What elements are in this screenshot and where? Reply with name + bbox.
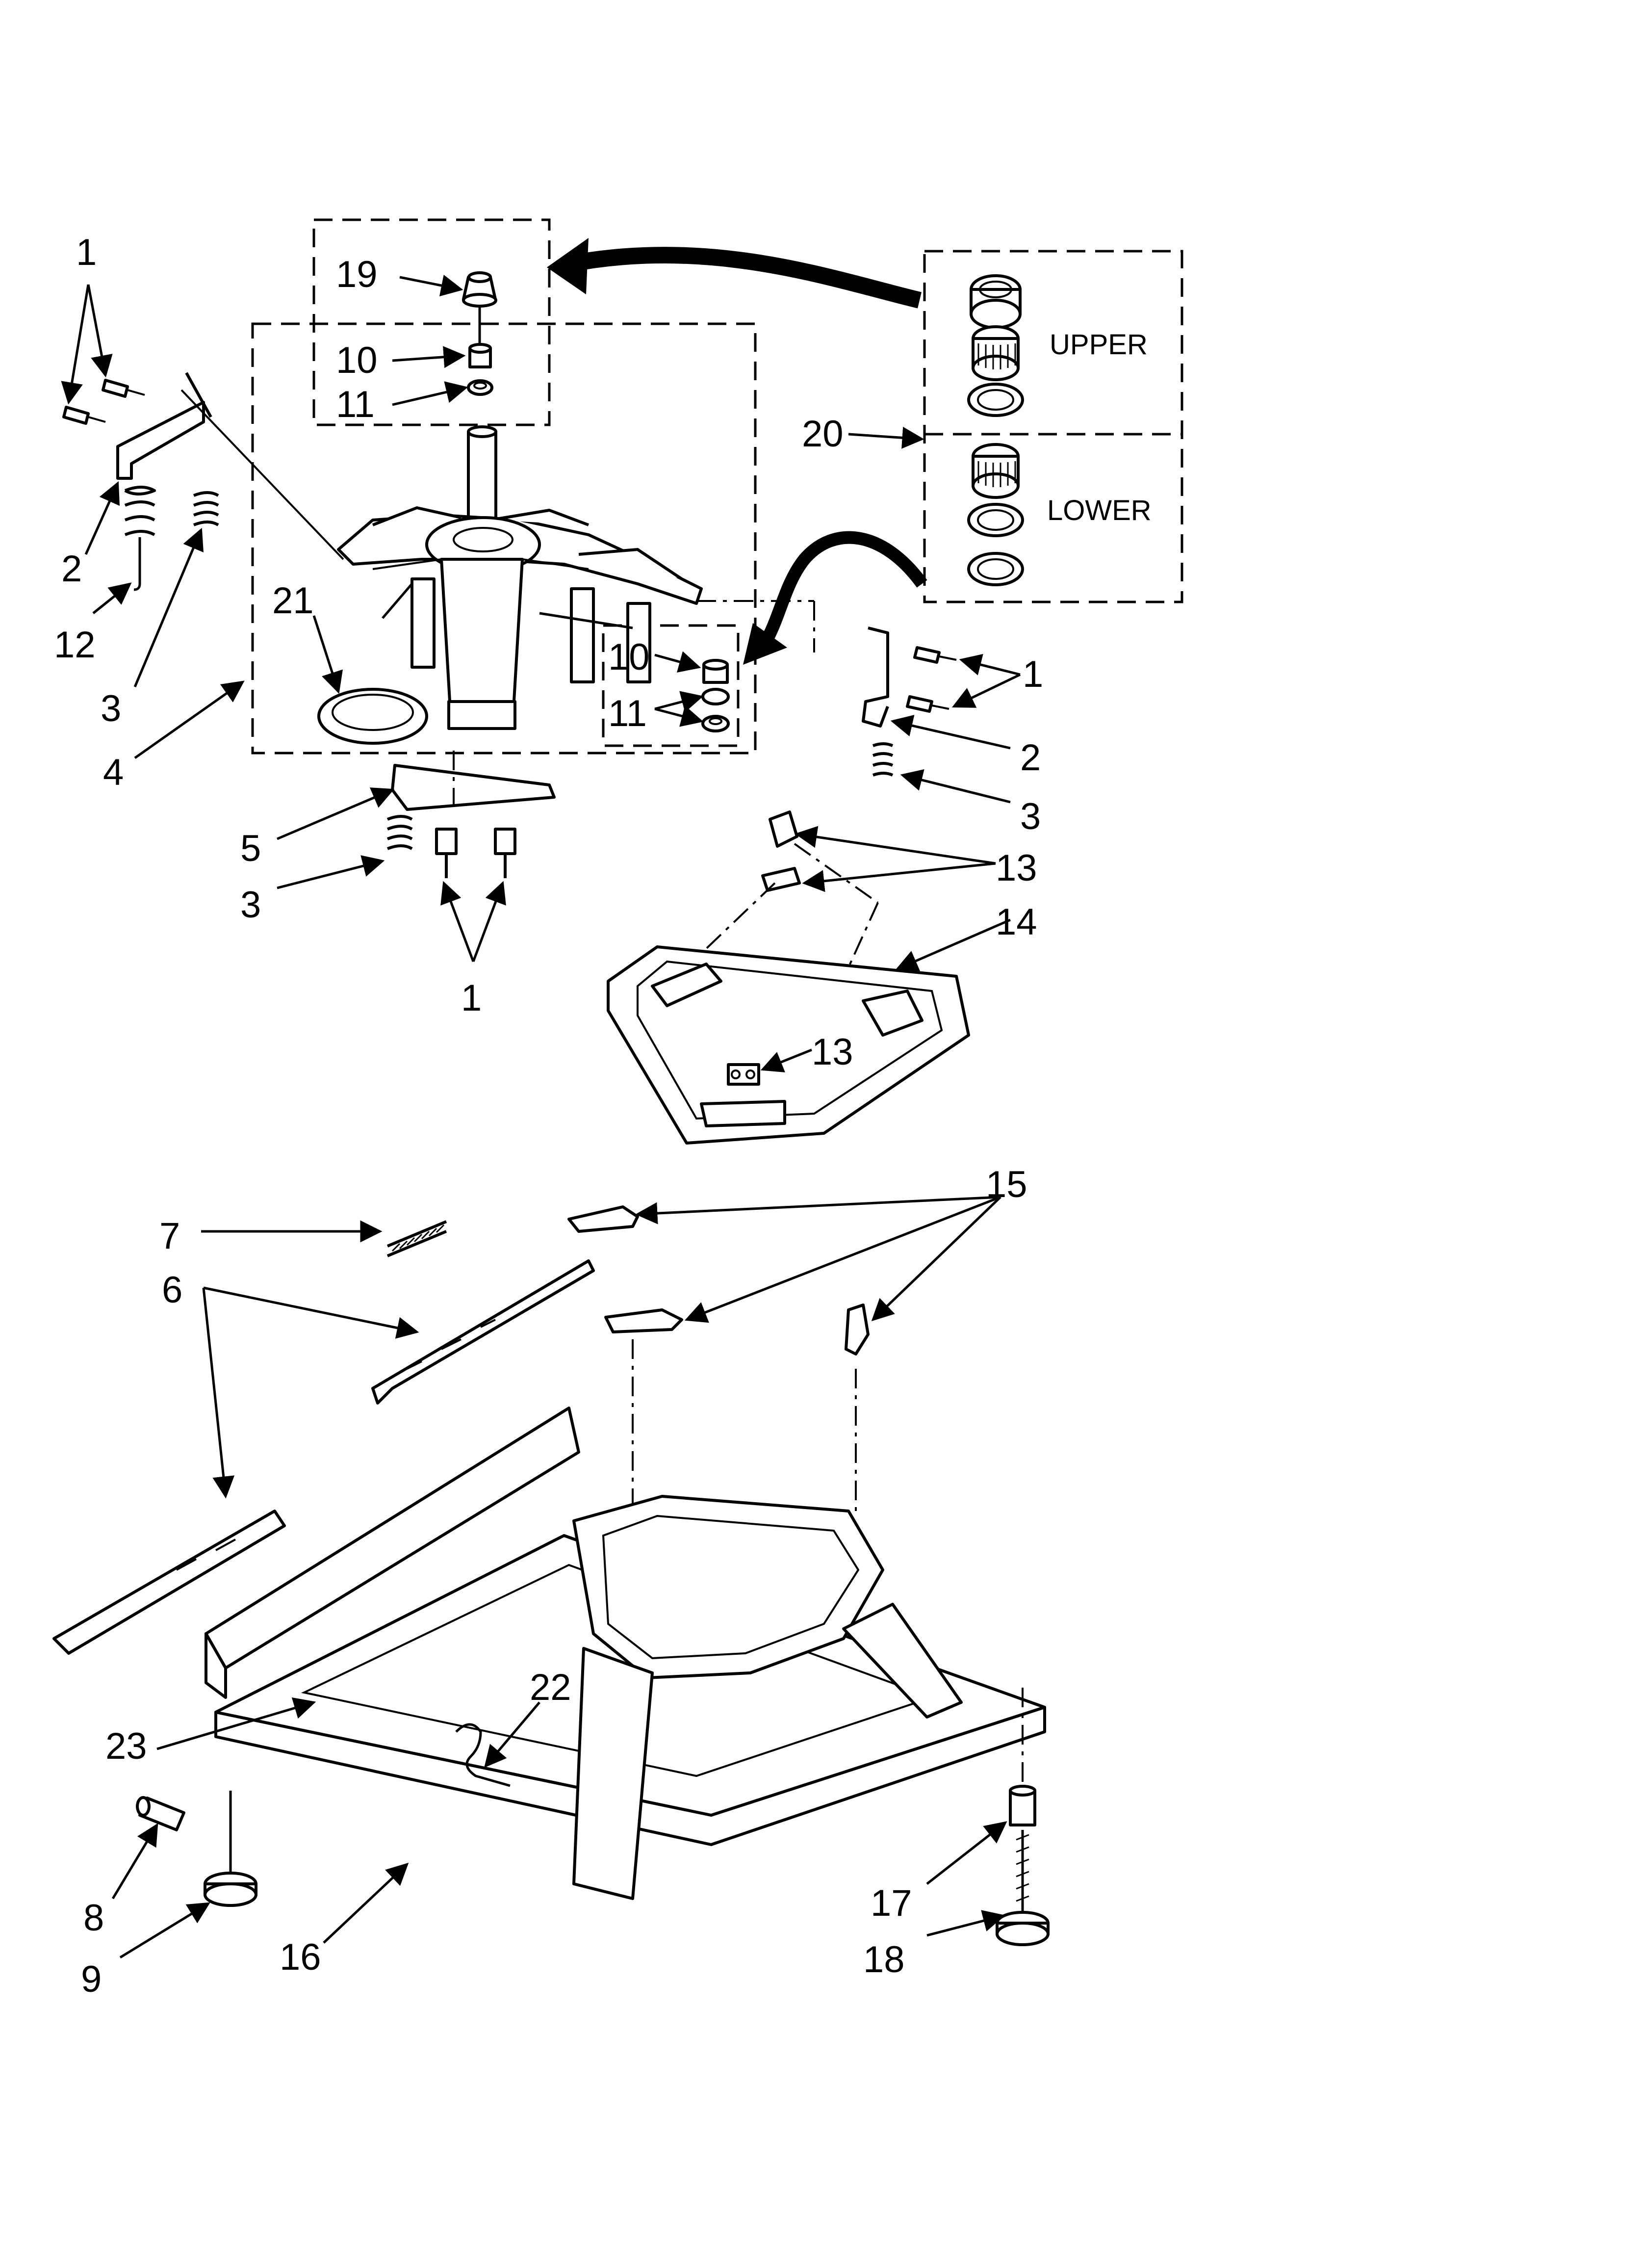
seal-ring-21 bbox=[317, 688, 428, 745]
lower-bearing-set bbox=[967, 443, 1024, 586]
callout-16: 16 bbox=[280, 1936, 321, 1978]
callout-18: 18 bbox=[863, 1939, 905, 1981]
group-box-bearing-lower bbox=[602, 624, 740, 747]
upper-label: UPPER bbox=[1050, 329, 1148, 361]
callout-21: 21 bbox=[272, 580, 314, 622]
leveling-foot-18 bbox=[996, 1830, 1050, 1946]
screws-1-center bbox=[435, 828, 516, 878]
callout-14: 14 bbox=[996, 901, 1037, 943]
brace-6-upper bbox=[371, 1259, 595, 1405]
spring-7 bbox=[386, 1220, 447, 1257]
group-box-bearing-upper bbox=[312, 218, 551, 426]
kit-to-upper-arrowhead bbox=[547, 238, 589, 294]
top-case-14 bbox=[607, 945, 970, 1145]
callout-3-right: 3 bbox=[1020, 796, 1041, 837]
bracket-2-right bbox=[862, 626, 889, 728]
bracket-5 bbox=[391, 764, 556, 811]
screws-1-right bbox=[906, 646, 957, 713]
clip-15-a bbox=[567, 1205, 639, 1233]
callout-2-right: 2 bbox=[1020, 737, 1041, 779]
callout-3-left: 3 bbox=[101, 688, 121, 730]
bearing-11-lower bbox=[701, 688, 730, 732]
spring-3-left bbox=[193, 491, 219, 526]
spring-12 bbox=[124, 486, 156, 591]
group-box-suspension bbox=[251, 322, 757, 755]
leader-lines bbox=[61, 274, 1021, 1959]
spring-3-right bbox=[872, 742, 894, 777]
screws-1-left bbox=[62, 379, 145, 425]
callout-10-lower: 10 bbox=[608, 636, 650, 678]
brace-6-lower bbox=[52, 1510, 286, 1655]
callout-19: 19 bbox=[336, 254, 378, 295]
bearing-10-upper bbox=[468, 343, 492, 368]
bearing-cap-19 bbox=[462, 271, 497, 308]
bearing-10-lower bbox=[702, 659, 729, 684]
callout-2-left: 2 bbox=[61, 548, 82, 590]
callout-5: 5 bbox=[240, 828, 261, 869]
callout-6: 6 bbox=[162, 1269, 182, 1311]
callout-15: 15 bbox=[986, 1164, 1027, 1205]
callout-11-lower: 11 bbox=[608, 693, 647, 734]
callout-10-upper: 10 bbox=[336, 339, 378, 381]
callout-1-center: 1 bbox=[461, 977, 482, 1019]
callout-9: 9 bbox=[81, 1958, 102, 2000]
spring-3-center bbox=[386, 815, 413, 850]
rod-left bbox=[180, 389, 344, 560]
callout-22: 22 bbox=[530, 1667, 571, 1708]
kit-to-upper-arrow bbox=[562, 247, 922, 309]
callout-3-center: 3 bbox=[240, 884, 261, 926]
leveling-foot-9 bbox=[204, 1791, 257, 1907]
callouts: 1 2 12 3 4 19 10 11 21 10 11 20 1 2 3 5 … bbox=[54, 232, 1043, 2000]
foot-bushing-17 bbox=[1009, 1785, 1036, 1826]
foot-bushing-8 bbox=[136, 1796, 185, 1831]
callout-4: 4 bbox=[103, 752, 124, 793]
callout-1-top-left: 1 bbox=[76, 232, 97, 273]
side-panel-23 bbox=[205, 1407, 580, 1699]
bracket-2-left bbox=[116, 372, 212, 480]
tub-support-frame bbox=[572, 1495, 963, 1900]
suspension-spider-assembly bbox=[337, 425, 703, 730]
callout-7: 7 bbox=[159, 1215, 180, 1257]
callout-11-upper: 11 bbox=[336, 384, 375, 425]
lower-label: LOWER bbox=[1047, 495, 1152, 526]
callout-13-center: 13 bbox=[812, 1031, 853, 1073]
upper-bearing-set bbox=[967, 274, 1024, 417]
clip-13-b bbox=[761, 867, 801, 892]
bearing-11-upper bbox=[467, 379, 493, 396]
kit-to-lower-arrow bbox=[759, 531, 927, 646]
brace-22 bbox=[455, 1723, 511, 1787]
callout-17: 17 bbox=[871, 1882, 912, 1924]
callout-23: 23 bbox=[105, 1725, 147, 1767]
group-box-bearing-kit bbox=[923, 250, 1183, 603]
callout-13-top: 13 bbox=[996, 847, 1037, 889]
clip-13-a bbox=[769, 810, 798, 848]
clip-15-c bbox=[845, 1303, 870, 1356]
callout-12: 12 bbox=[54, 624, 96, 666]
callout-8: 8 bbox=[83, 1897, 104, 1939]
kit-to-lower-arrowhead bbox=[743, 623, 787, 665]
callout-1-right: 1 bbox=[1023, 653, 1043, 695]
clip-15-b bbox=[604, 1308, 683, 1333]
callout-20: 20 bbox=[802, 413, 844, 455]
